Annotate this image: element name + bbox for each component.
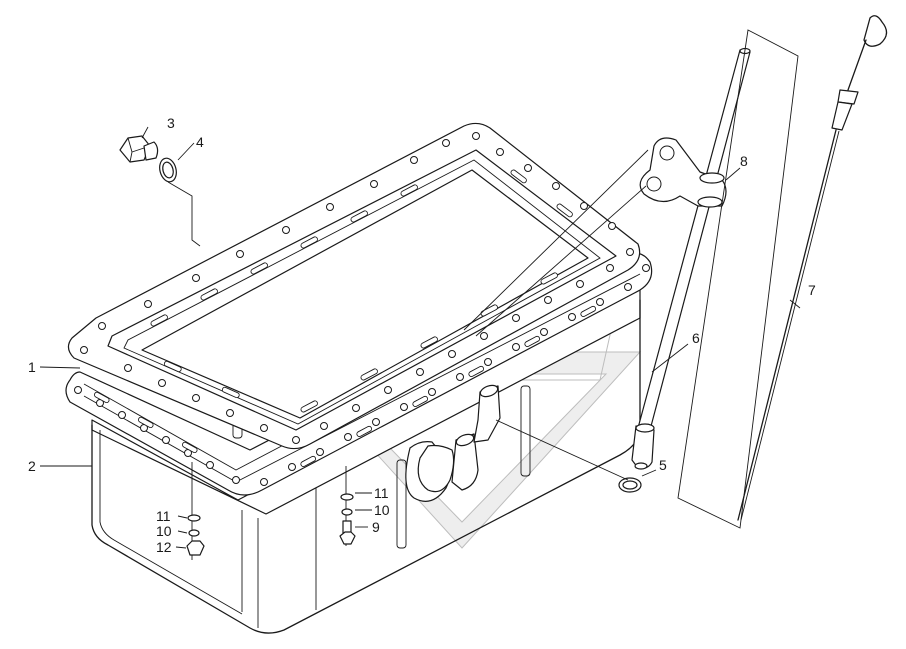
callout-9: 9	[372, 519, 380, 535]
callout-3: 3	[167, 115, 175, 131]
callout-5: 5	[659, 457, 667, 473]
callout-labels: 1 2 3 4 5 6 7 8 9 10 11 10 11 12	[28, 115, 816, 555]
callout-12: 12	[156, 539, 172, 555]
gasket-outer-holes	[80, 132, 634, 444]
o-ring	[618, 477, 642, 493]
tube-bracket	[639, 137, 727, 208]
callout-11-left: 11	[156, 508, 171, 524]
dipstick	[737, 15, 888, 521]
fastener-stack-left	[186, 462, 205, 560]
callout-10-left: 10	[156, 523, 172, 539]
oil-pan-flange-slots	[93, 305, 597, 467]
callout-11-right: 11	[374, 485, 389, 501]
oil-pan-gasket	[67, 122, 641, 450]
callout-1: 1	[28, 359, 36, 375]
oil-pan	[65, 252, 653, 634]
callout-6: 6	[692, 330, 700, 346]
dipstick-guide-tube	[631, 47, 751, 470]
dipstick-callout-frame	[677, 29, 799, 529]
callout-8: 8	[740, 153, 748, 169]
leader-lines	[39, 126, 801, 549]
fastener-stack-right	[339, 466, 356, 546]
callout-10-right: 10	[374, 502, 390, 518]
drain-plug-washer	[159, 157, 177, 183]
oil-pan-flange-holes	[74, 264, 650, 486]
drain-plug	[119, 135, 159, 163]
callout-2: 2	[28, 458, 36, 474]
callout-7: 7	[808, 282, 816, 298]
gasket-inner-slots	[150, 169, 573, 413]
callout-4: 4	[196, 134, 204, 150]
